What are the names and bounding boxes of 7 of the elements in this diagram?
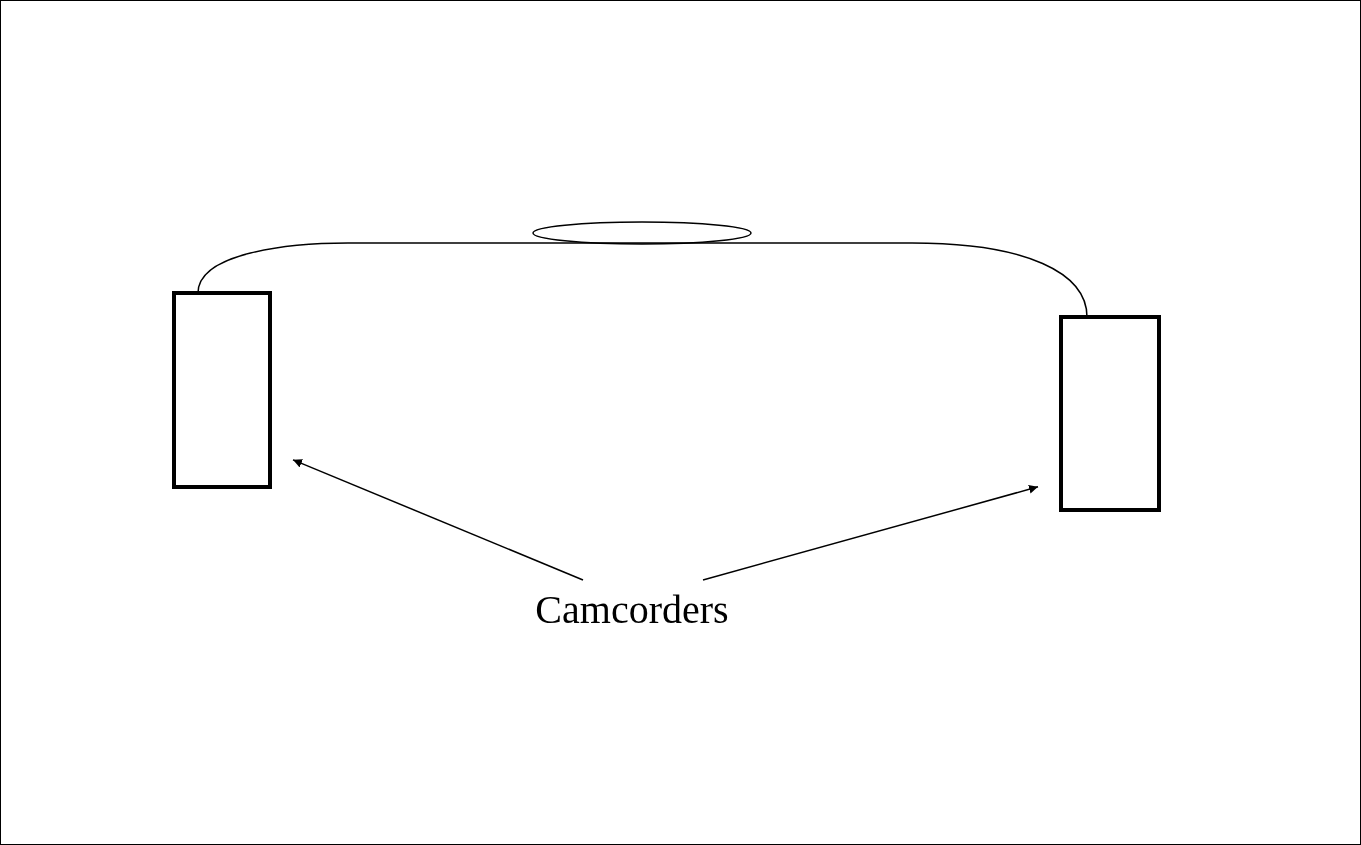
ellipse-shape	[532, 221, 752, 245]
camcorder-box	[1059, 315, 1161, 512]
callout-label: Camcorders	[534, 586, 730, 633]
leader-arrow	[702, 484, 1039, 581]
leader-arrow	[292, 459, 584, 581]
camcorder-box	[172, 291, 272, 489]
cable-line	[197, 242, 1088, 318]
